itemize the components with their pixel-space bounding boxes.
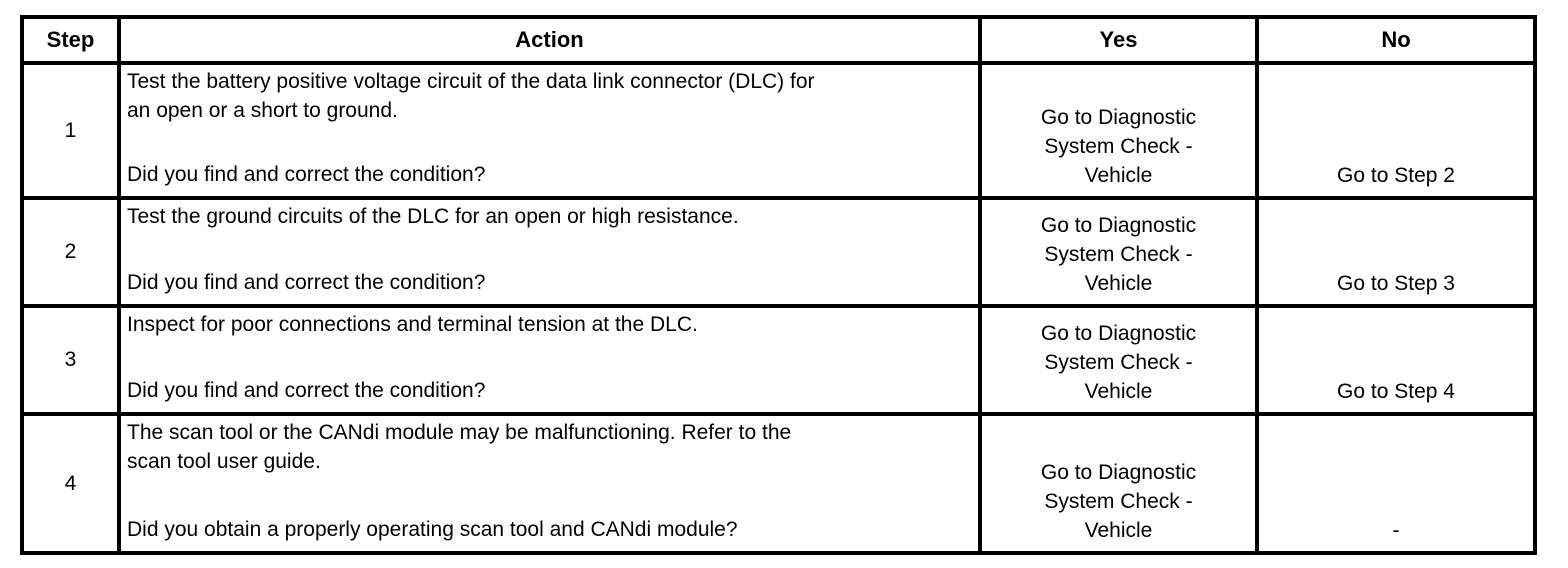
yes-text: Go to Diagnostic System Check - Vehicle bbox=[1040, 106, 1197, 187]
diagnostic-table: Step Action Yes No 1 Test the battery po… bbox=[20, 15, 1537, 555]
no-text: Go to Step 3 bbox=[1337, 272, 1455, 295]
action-line: an open or a short to ground. bbox=[127, 99, 398, 122]
action-line: Inspect for poor connections and termina… bbox=[127, 313, 698, 336]
action-line: The scan tool or the CANdi module may be… bbox=[127, 421, 792, 444]
action-cell: Test the battery positive voltage circui… bbox=[121, 65, 978, 196]
header-yes: Yes bbox=[982, 19, 1255, 61]
action-text: Test the battery positive voltage circui… bbox=[127, 67, 970, 125]
action-question: Did you obtain a properly operating scan… bbox=[127, 518, 738, 541]
yes-cell: Go to Diagnostic System Check - Vehicle bbox=[982, 65, 1255, 196]
yes-cell: Go to Diagnostic System Check - Vehicle bbox=[982, 308, 1255, 412]
action-question: Did you find and correct the condition? bbox=[127, 271, 486, 294]
action-cell: Test the ground circuits of the DLC for … bbox=[121, 200, 978, 304]
no-cell: Go to Step 4 bbox=[1259, 308, 1533, 412]
action-line: scan tool user guide. bbox=[127, 450, 321, 473]
yes-cell: Go to Diagnostic System Check - Vehicle bbox=[982, 416, 1255, 551]
action-line: Test the ground circuits of the DLC for … bbox=[127, 205, 739, 228]
no-text: Go to Step 2 bbox=[1337, 164, 1455, 187]
no-cell: Go to Step 3 bbox=[1259, 200, 1533, 304]
yes-text: Go to Diagnostic System Check - Vehicle bbox=[1040, 461, 1197, 542]
action-question: Did you find and correct the condition? bbox=[127, 163, 486, 186]
yes-text: Go to Diagnostic System Check - Vehicle bbox=[1040, 214, 1197, 295]
step-number: 2 bbox=[24, 200, 117, 304]
no-cell: Go to Step 2 bbox=[1259, 65, 1533, 196]
action-text: The scan tool or the CANdi module may be… bbox=[127, 418, 970, 476]
step-number: 4 bbox=[24, 416, 117, 551]
header-step: Step bbox=[24, 19, 117, 61]
header-action: Action bbox=[121, 19, 978, 61]
no-text: Go to Step 4 bbox=[1337, 380, 1455, 403]
no-text: - bbox=[1392, 519, 1400, 542]
no-cell: - bbox=[1259, 416, 1533, 551]
yes-cell: Go to Diagnostic System Check - Vehicle bbox=[982, 200, 1255, 304]
action-text: Inspect for poor connections and termina… bbox=[127, 310, 970, 339]
step-number: 3 bbox=[24, 308, 117, 412]
action-cell: The scan tool or the CANdi module may be… bbox=[121, 416, 978, 551]
action-cell: Inspect for poor connections and termina… bbox=[121, 308, 978, 412]
yes-text: Go to Diagnostic System Check - Vehicle bbox=[1040, 322, 1197, 403]
step-number: 1 bbox=[24, 65, 117, 196]
action-question: Did you find and correct the condition? bbox=[127, 379, 486, 402]
action-line: Test the battery positive voltage circui… bbox=[127, 70, 815, 93]
action-text: Test the ground circuits of the DLC for … bbox=[127, 202, 970, 231]
header-no: No bbox=[1259, 19, 1533, 61]
